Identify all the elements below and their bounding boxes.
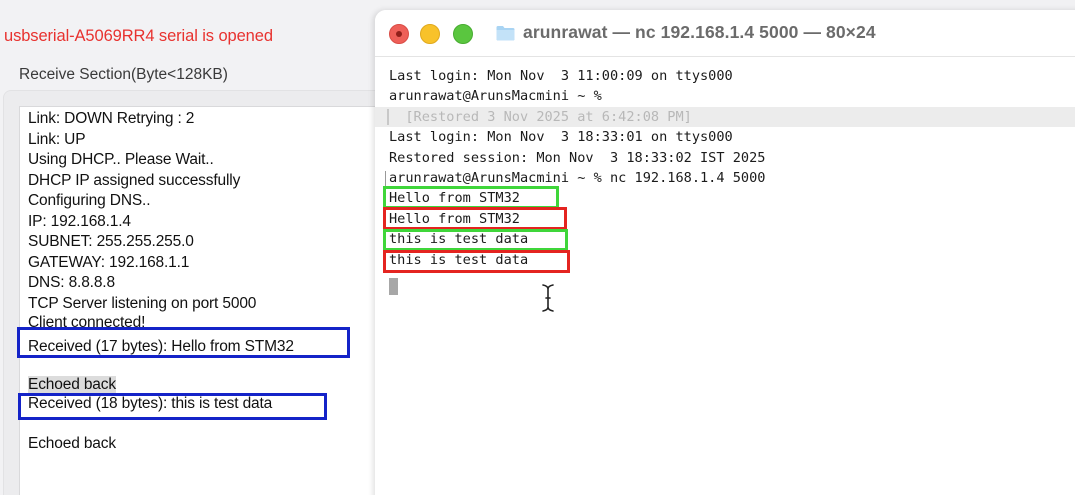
log-line-received-1: Received (17 bytes): Hello from STM32	[28, 338, 294, 355]
receive-section-title: Receive Section(Byte<128KB)	[19, 66, 228, 83]
minimize-window-button[interactable]	[420, 24, 440, 44]
annotation-box-sent-test-data	[383, 229, 568, 251]
terminal-sent-line: Hello from STM32	[389, 190, 520, 207]
log-line: GATEWAY: 192.168.1.1	[28, 253, 190, 271]
receive-text-area[interactable]: Link: DOWN Retrying : 2 Link: UP Using D…	[19, 106, 389, 495]
log-line: DHCP IP assigned successfully	[28, 171, 241, 189]
annotation-box-received-18-bytes	[18, 393, 327, 420]
log-line: TCP Server listening on port 5000	[28, 294, 257, 312]
terminal-title: arunrawat — nc 192.168.1.4 5000 — 80×24	[523, 22, 876, 42]
log-line: DNS: 8.8.8.8	[28, 274, 115, 291]
terminal-prompt-line: arunrawat@ArunsMacmini ~ %	[389, 88, 602, 105]
serial-tool-window: usbserial-A5069RR4 serial is opened Rece…	[0, 0, 389, 495]
log-line-echoed-2: Echoed back	[28, 434, 116, 452]
log-line: Link: UP	[28, 130, 86, 148]
terminal-window: arunrawat — nc 192.168.1.4 5000 — 80×24 …	[375, 10, 1075, 495]
zoom-window-button[interactable]	[453, 24, 473, 44]
terminal-sent-line: this is test data	[389, 231, 529, 248]
log-line-received-2: Received (18 bytes): this is test data	[28, 395, 273, 412]
folder-icon	[496, 26, 515, 41]
annotation-box-received-17-bytes	[17, 327, 350, 358]
annotation-box-echo-test-data	[383, 250, 570, 273]
annotation-box-echo-hello	[383, 207, 567, 230]
terminal-output[interactable]: Last login: Mon Nov 3 11:00:09 on ttys00…	[375, 58, 1075, 495]
terminal-cursor	[389, 278, 398, 295]
receive-log: Link: DOWN Retrying : 2 Link: UP Using D…	[28, 109, 294, 454]
log-line-blank	[28, 358, 294, 375]
terminal-echo-line: this is test data	[389, 251, 529, 268]
serial-status-message: usbserial-A5069RR4 serial is opened	[4, 27, 273, 45]
terminal-line: Last login: Mon Nov 3 18:33:01 on ttys00…	[389, 129, 733, 146]
log-line-echoed-1: Echoed back	[28, 375, 294, 394]
terminal-line: Restored session: Mon Nov 3 18:33:02 IST…	[389, 149, 766, 166]
log-line: Link: DOWN Retrying : 2	[28, 110, 195, 127]
log-line: Client connected!	[28, 314, 146, 331]
ibeam-cursor-icon	[542, 284, 554, 312]
terminal-line: Last login: Mon Nov 3 11:00:09 on ttys00…	[389, 68, 733, 84]
close-window-button[interactable]	[389, 24, 409, 44]
log-line: IP: 192.168.1.4	[28, 212, 131, 230]
terminal-text: Last login: Mon Nov 3 11:00:09 on ttys00…	[375, 66, 1075, 270]
log-line: SUBNET: 255.255.255.0	[28, 233, 194, 250]
restored-session-banner: [Restored 3 Nov 2025 at 6:42:08 PM]	[375, 106, 1075, 128]
log-line: Configuring DNS..	[28, 192, 151, 209]
annotation-box-sent-hello	[383, 186, 559, 209]
terminal-echo-line: Hello from STM32	[389, 210, 520, 227]
selected-text: Echoed back	[28, 376, 116, 393]
terminal-titlebar[interactable]: arunrawat — nc 192.168.1.4 5000 — 80×24	[375, 10, 1075, 57]
log-line: Using DHCP.. Please Wait..	[28, 151, 214, 168]
terminal-command-line: arunrawat@ArunsMacmini ~ % nc 192.168.1.…	[385, 168, 1075, 188]
